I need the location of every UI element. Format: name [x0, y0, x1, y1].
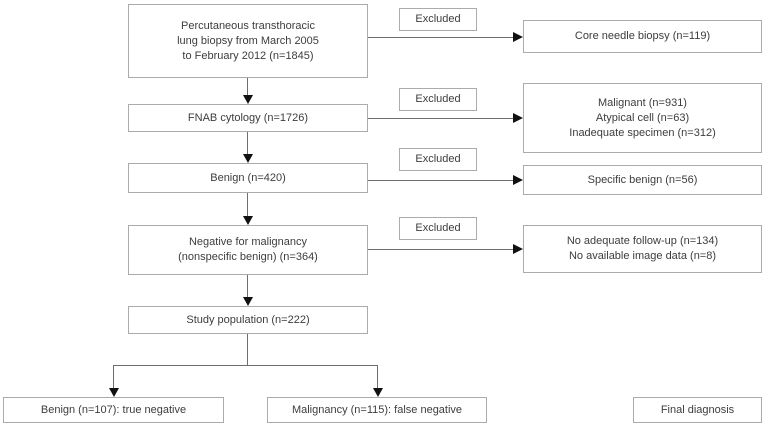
arrowhead-right-4-icon [513, 244, 523, 254]
box-core-needle-biopsy: Core needle biopsy (n=119) [523, 20, 762, 53]
arrowhead-right-1-icon [513, 32, 523, 42]
box-specific-benign: Specific benign (n=56) [523, 165, 762, 195]
box-exclusion-reasons-followup: No adequate follow-up (n=134) No availab… [523, 225, 762, 273]
branch-left-drop [113, 365, 114, 389]
arrowhead-down-1-icon [243, 95, 253, 104]
arrowhead-down-2-icon [243, 154, 253, 163]
box-lung-biopsy: Percutaneous transthoracic lung biopsy f… [128, 4, 368, 78]
excluded-connector-1 [368, 37, 514, 38]
box-exclusion-reasons-fnab: Malignant (n=931) Atypical cell (n=63) I… [523, 83, 762, 153]
arrow-down-3 [247, 193, 248, 217]
arrowhead-branch-right-icon [373, 388, 383, 397]
box-false-negative: Malignancy (n=115): false negative [267, 397, 487, 423]
branch-horizontal [113, 365, 378, 366]
box-true-negative: Benign (n=107): true negative [3, 397, 224, 423]
branch-stem [247, 334, 248, 365]
arrowhead-right-3-icon [513, 175, 523, 185]
box-final-diagnosis: Final diagnosis [633, 397, 762, 423]
box-fnab-cytology: FNAB cytology (n=1726) [128, 104, 368, 132]
excluded-connector-2 [368, 118, 514, 119]
excluded-connector-4 [368, 249, 514, 250]
arrow-down-1 [247, 78, 248, 96]
arrowhead-branch-left-icon [109, 388, 119, 397]
excluded-connector-3 [368, 180, 514, 181]
box-excluded-1: Excluded [399, 8, 477, 31]
box-excluded-3: Excluded [399, 148, 477, 171]
arrow-down-2 [247, 132, 248, 155]
branch-right-drop [377, 365, 378, 389]
arrowhead-down-3-icon [243, 216, 253, 225]
box-study-population: Study population (n=222) [128, 306, 368, 334]
box-excluded-2: Excluded [399, 88, 477, 111]
arrow-down-4 [247, 275, 248, 298]
arrowhead-right-2-icon [513, 113, 523, 123]
box-negative-malignancy: Negative for malignancy (nonspecific ben… [128, 225, 368, 275]
arrowhead-down-4-icon [243, 297, 253, 306]
box-benign: Benign (n=420) [128, 163, 368, 193]
box-excluded-4: Excluded [399, 217, 477, 240]
